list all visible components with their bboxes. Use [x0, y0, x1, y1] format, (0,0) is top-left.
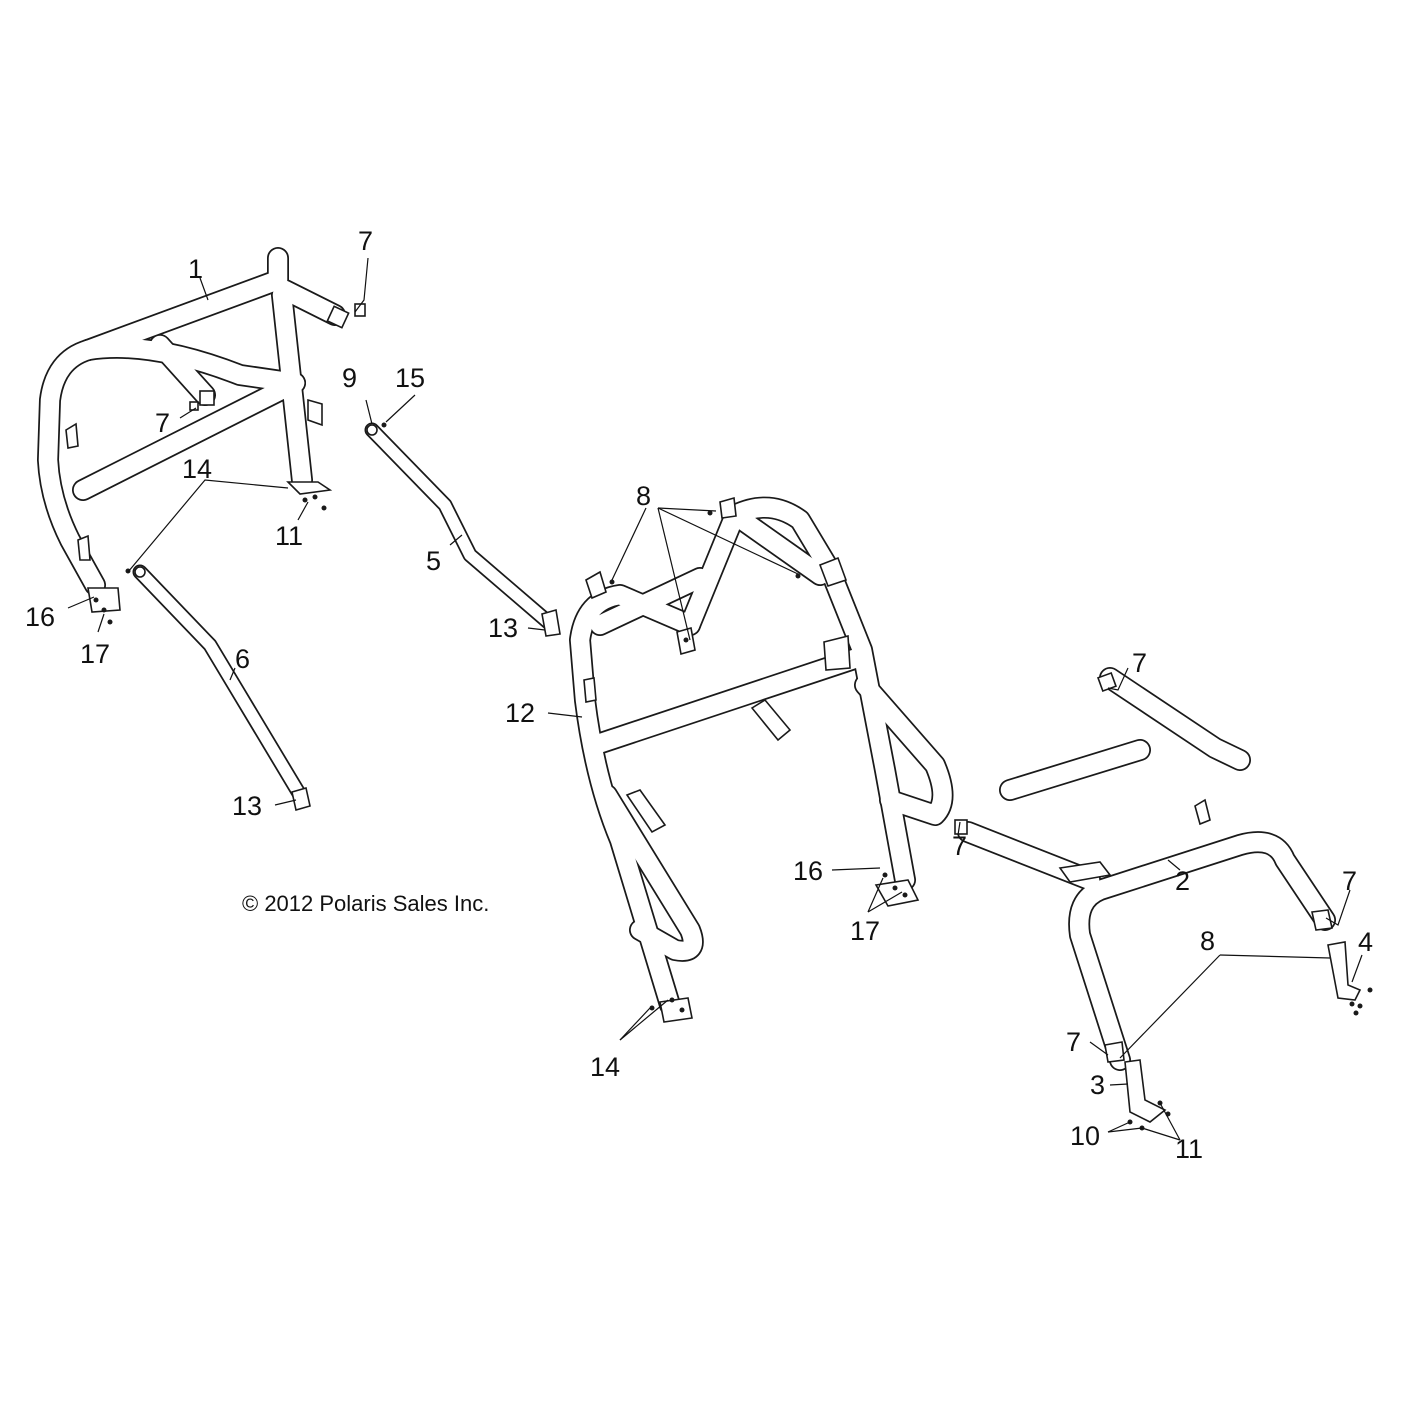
callout-11: 11 — [275, 521, 303, 551]
callout-7: 7 — [1132, 648, 1147, 678]
leader-lines — [67, 257, 1363, 1141]
callout-7: 7 — [1342, 866, 1357, 896]
callout-17: 17 — [80, 639, 110, 669]
callout-11: 11 — [1175, 1134, 1203, 1164]
callout-7: 7 — [358, 226, 373, 256]
brace-5 — [364, 422, 561, 637]
callout-16: 16 — [25, 602, 55, 632]
callout-16: 16 — [793, 856, 823, 886]
callout-13: 13 — [232, 791, 262, 821]
callout-8: 8 — [1200, 926, 1215, 956]
callout-1: 1 — [188, 254, 203, 284]
callout-12: 12 — [505, 698, 535, 728]
callout-6: 6 — [235, 644, 250, 674]
copyright-notice: © 2012 Polaris Sales Inc. — [242, 891, 489, 916]
callout-labels: 1 7 7 9 15 14 11 16 17 5 6 13 13 8 12 16… — [25, 226, 1373, 1164]
callout-14: 14 — [182, 454, 212, 484]
callout-4: 4 — [1358, 927, 1373, 957]
callout-15: 15 — [395, 363, 425, 393]
callout-7: 7 — [952, 831, 967, 861]
callout-14: 14 — [590, 1052, 620, 1082]
mount-bracket-4 — [1327, 941, 1373, 1016]
brace-6 — [125, 564, 311, 812]
callout-5: 5 — [426, 546, 441, 576]
callout-13: 13 — [488, 613, 518, 643]
front-cage-section — [37, 247, 366, 625]
callout-7: 7 — [155, 408, 170, 438]
callout-10: 10 — [1070, 1121, 1100, 1151]
callout-3: 3 — [1090, 1070, 1105, 1100]
mount-bracket-3 — [1124, 1059, 1171, 1131]
callout-2: 2 — [1175, 866, 1190, 896]
center-cage-section — [569, 496, 954, 1023]
callout-9: 9 — [342, 363, 357, 393]
callout-7: 7 — [1066, 1027, 1081, 1057]
callout-8: 8 — [636, 481, 651, 511]
callout-17: 17 — [850, 916, 880, 946]
rear-cage-section — [954, 667, 1336, 1071]
